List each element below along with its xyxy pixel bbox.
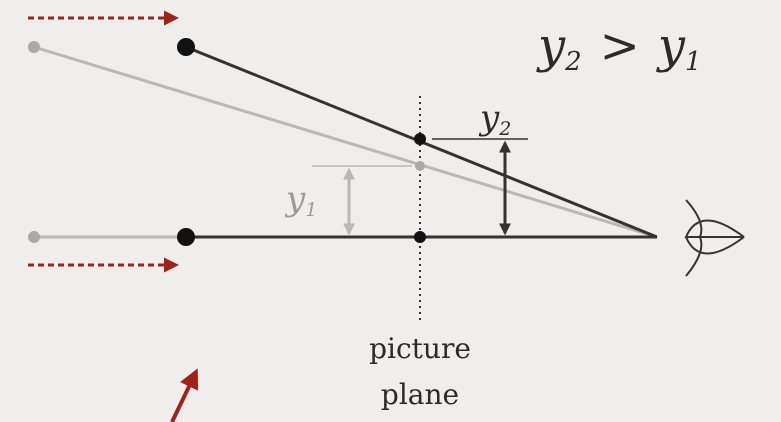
label-y1: y1	[284, 179, 317, 221]
near-projection-point	[414, 133, 426, 145]
far-point-top	[28, 41, 40, 53]
eye-lid-icon	[685, 199, 703, 277]
near-point-bottom	[177, 228, 195, 246]
pointer-arrow	[170, 368, 199, 422]
baseline-projection-point	[414, 231, 426, 243]
eye-icon	[684, 219, 745, 255]
label-y2: y2	[478, 98, 511, 140]
far-point-bottom	[28, 231, 40, 243]
equation: y2>y1	[536, 18, 702, 77]
far-projection-point	[415, 161, 425, 171]
near-point-top	[177, 38, 195, 56]
caption-plane: plane	[381, 378, 459, 411]
far-sight-line-top	[33, 45, 658, 239]
caption-picture: picture	[369, 332, 471, 365]
